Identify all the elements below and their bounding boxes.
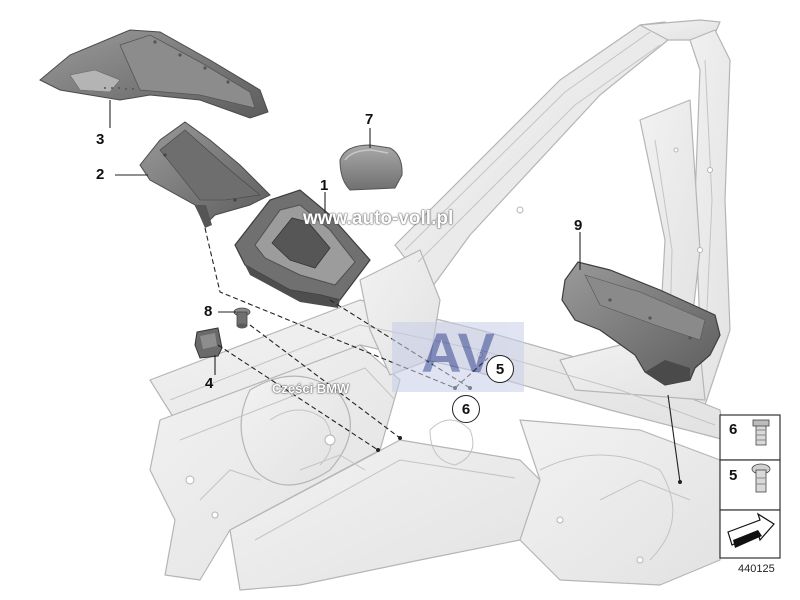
part-4-clip [194, 327, 223, 359]
callout-7: 7 [365, 111, 374, 128]
callout-6: 6 [452, 395, 480, 423]
hardware-legend [719, 414, 781, 559]
callout-3: 3 [96, 131, 105, 148]
part-3-cover-panel [39, 29, 269, 119]
part-7-cap [339, 144, 403, 191]
callout-2: 2 [96, 166, 105, 183]
callout-1: 1 [320, 177, 329, 194]
hex-bolt-icon [752, 419, 770, 446]
part-9-side-panel [561, 261, 721, 386]
round-head-bolt-icon [751, 463, 771, 493]
callout-5: 5 [486, 355, 514, 383]
body-shell-frame [149, 19, 731, 591]
body-shell-detail-lines [169, 31, 716, 561]
part-2-side-trim [139, 121, 271, 228]
direction-arrow-icon [727, 512, 775, 548]
legend-number-5: 5 [729, 467, 738, 484]
leader-lines [109, 100, 681, 483]
legend-number-6: 6 [729, 421, 738, 438]
part-1-frame-gasket [234, 189, 371, 308]
watermark-url: www.auto-voll.pl [303, 208, 454, 229]
av-logo-letters: AV [421, 321, 495, 384]
callout-9: 9 [574, 217, 583, 234]
part-8-bolt [233, 307, 251, 329]
callout-8: 8 [204, 303, 213, 320]
watermark-shop: Części BMW [272, 381, 350, 396]
callout-4: 4 [205, 375, 214, 392]
diagram-id: 440125 [738, 563, 775, 575]
